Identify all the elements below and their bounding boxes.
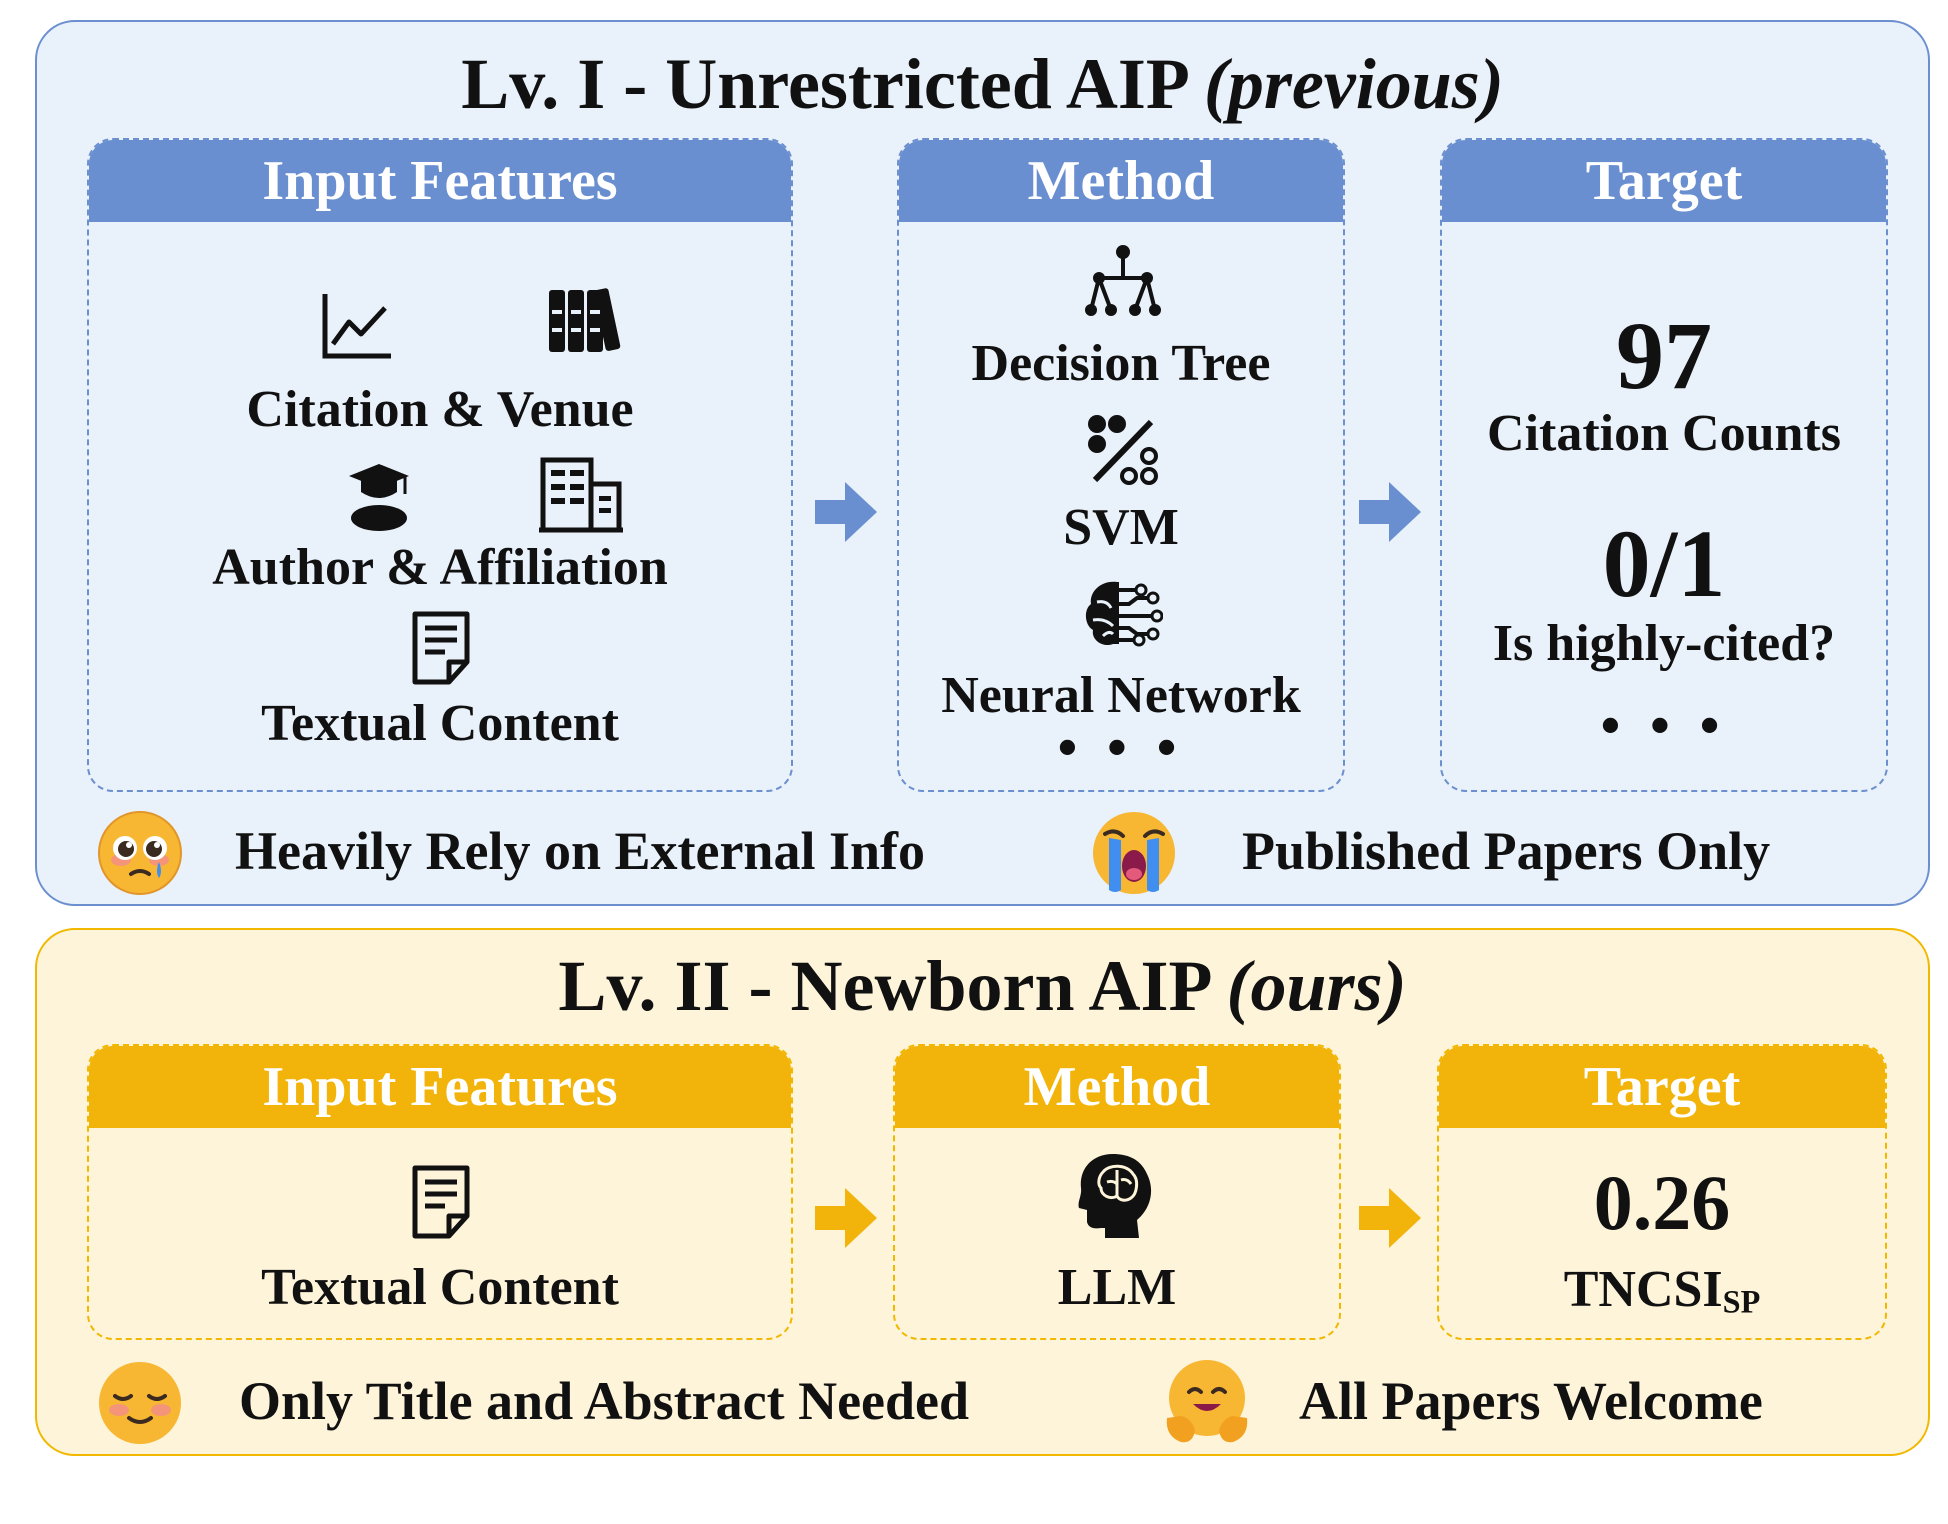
hugging-face-emoji	[1166, 1360, 1248, 1443]
lv2-input-header: Input Features	[89, 1046, 791, 1128]
highly-cited-value: 0/1	[1602, 510, 1726, 617]
citation-count-value: 97	[1616, 302, 1712, 409]
lv2-arrow-1	[815, 1188, 877, 1248]
lv2-method-card: Method LLM	[893, 1044, 1341, 1340]
lv2-textual-content-label: Textual Content	[261, 1259, 619, 1316]
lv1-title: Lv. I - Unrestricted AIP (previous)	[37, 48, 1928, 120]
tncsi-value: 0.26	[1593, 1159, 1731, 1246]
lv2-panel: Lv. II - Newborn AIP (ours) Input Featur…	[35, 928, 1930, 1456]
llm-label: LLM	[1057, 1259, 1177, 1316]
tncsi-label-main: TNCSI	[1563, 1261, 1723, 1318]
tree-diagram-icon	[1085, 245, 1161, 316]
author-affiliation-label: Author & Affiliation	[212, 539, 668, 596]
lv1-note-2: Published Papers Only	[1242, 821, 1771, 881]
method-more-dots: • • •	[1057, 717, 1185, 779]
target-more-dots: • • •	[1600, 695, 1728, 757]
lv1-method-card: Method Decision Tree SVM	[897, 138, 1345, 792]
lv1-target-card: Target 97 Citation Counts 0/1 Is highly-…	[1440, 138, 1888, 792]
building-icon	[539, 457, 623, 533]
tncsi-label: TNCSISP	[1439, 1264, 1885, 1318]
lv2-method-header: Method	[895, 1046, 1339, 1128]
lv2-title-tag: (ours)	[1226, 946, 1407, 1026]
lv1-title-main: Lv. I - Unrestricted AIP	[461, 44, 1186, 124]
neural-brain-icon	[1085, 581, 1163, 647]
lv1-title-tag: (previous)	[1203, 44, 1504, 124]
lv2-input-card: Input Features Textual Content	[87, 1044, 793, 1340]
document-icon	[412, 1165, 470, 1239]
crying-face-emoji	[1093, 812, 1175, 894]
relieved-face-emoji	[99, 1362, 181, 1444]
lv1-input-card: Input Features Citation & Venue	[87, 138, 793, 792]
books-icon	[549, 288, 621, 352]
lv2-note-2: All Papers Welcome	[1299, 1371, 1763, 1431]
tncsi-label-sub: SP	[1722, 1283, 1761, 1320]
citation-venue-label: Citation & Venue	[246, 381, 634, 438]
lv1-note-1: Heavily Rely on External Info	[235, 821, 925, 881]
lv1-target-header: Target	[1442, 140, 1886, 222]
decision-tree-label: Decision Tree	[971, 335, 1271, 392]
neural-network-label: Neural Network	[941, 667, 1301, 724]
lv1-input-header: Input Features	[89, 140, 791, 222]
lv2-note-1: Only Title and Abstract Needed	[239, 1371, 970, 1431]
lv1-method-header: Method	[899, 140, 1343, 222]
textual-content-label: Textual Content	[261, 695, 619, 752]
lv1-arrow-1	[815, 482, 877, 542]
svm-label: SVM	[1063, 499, 1179, 556]
pleading-face-emoji	[98, 811, 182, 895]
graduate-icon	[349, 464, 409, 531]
head-brain-icon	[1078, 1154, 1152, 1238]
lv2-arrow-2	[1359, 1188, 1421, 1248]
lv2-title-main: Lv. II - Newborn AIP	[558, 946, 1209, 1026]
citation-counts-label: Citation Counts	[1487, 405, 1841, 462]
highly-cited-label: Is highly-cited?	[1492, 615, 1836, 672]
lv1-panel: Lv. I - Unrestricted AIP (previous) Inpu…	[35, 20, 1930, 906]
lv2-title: Lv. II - Newborn AIP (ours)	[37, 950, 1928, 1022]
lv2-target-header: Target	[1439, 1046, 1885, 1128]
lv1-arrow-2	[1359, 482, 1421, 542]
document-icon	[412, 611, 470, 685]
line-chart-icon	[322, 294, 391, 359]
percent-dots-icon	[1088, 415, 1158, 485]
lv2-target-card: Target 0.26 TNCSISP	[1437, 1044, 1887, 1340]
